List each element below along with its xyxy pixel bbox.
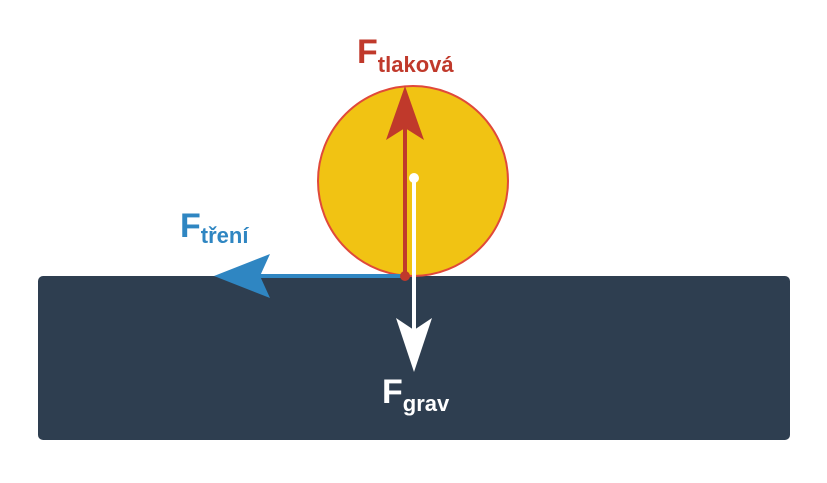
- normal-force-arrow: [386, 86, 424, 281]
- friction-force-arrow: [214, 254, 405, 298]
- center-of-mass-dot: [409, 173, 419, 183]
- normal-force-label: Ftlaková: [357, 33, 454, 77]
- gravity-force-arrow: [396, 173, 432, 372]
- friction-force-label: Ftření: [180, 207, 249, 248]
- contact-point-dot: [400, 271, 410, 281]
- gravity-force-label: Fgrav: [382, 373, 450, 416]
